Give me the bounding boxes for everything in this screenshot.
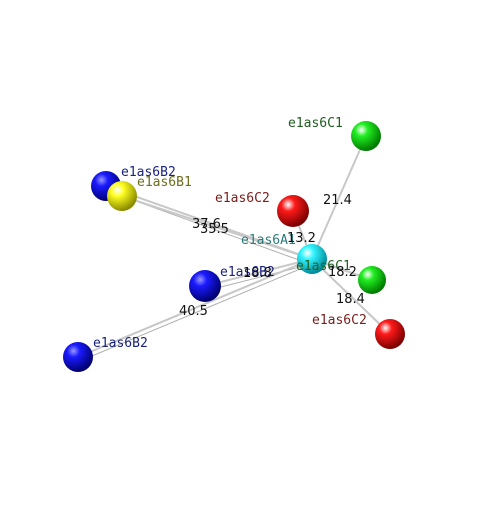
atom-c2-mid[interactable] xyxy=(277,195,309,227)
bond-center-b2-low xyxy=(77,258,313,358)
distance-c2-mid: 13.2 xyxy=(287,231,316,246)
bond-center-c1-top xyxy=(311,135,367,260)
label-center: e1as6A1 xyxy=(241,233,296,248)
distance-c1-top: 21.4 xyxy=(323,193,352,208)
atom-c1-top[interactable] xyxy=(351,121,381,151)
bond-center-b2-low-edge xyxy=(79,263,313,362)
distance-b1-left: 35.5 xyxy=(200,222,229,237)
label-c1-right: e1as6C1 xyxy=(296,259,351,274)
bonds xyxy=(77,135,391,362)
label-b2-low: e1as6B2 xyxy=(93,336,148,351)
atom-labels: e1as6C1 e1as6B2 e1as6B1 e1as6C2 e1as6A1 … xyxy=(93,116,367,351)
atoms xyxy=(63,121,405,372)
label-c2-mid: e1as6C2 xyxy=(215,191,270,206)
label-c2-low: e1as6C2 xyxy=(312,313,367,328)
atom-c1-right[interactable] xyxy=(358,266,386,294)
distance-b2-left: 37.6 xyxy=(192,217,221,232)
label-b2-left: e1as6B2 xyxy=(121,165,176,180)
label-b2-mid: e1as6B2 xyxy=(220,265,275,280)
distance-b2-low: 40.5 xyxy=(179,304,208,319)
label-c1-top: e1as6C1 xyxy=(288,116,343,131)
distance-b2-mid: 18.8 xyxy=(243,266,272,281)
atom-c2-low[interactable] xyxy=(375,319,405,349)
distance-c2-low: 18.4 xyxy=(336,292,365,307)
distance-c1-right: 18.2 xyxy=(328,265,357,280)
bond-center-c2-low xyxy=(311,258,391,335)
distance-labels: 21.4 13.2 37.6 35.5 18.8 18.2 18.4 40.5 xyxy=(179,193,365,319)
atom-center[interactable] xyxy=(297,244,327,274)
bond-center-b2-mid-edge xyxy=(204,263,313,292)
atom-b2-low[interactable] xyxy=(63,342,93,372)
bond-center-b1-left xyxy=(121,195,313,260)
label-b1-left: e1as6B1 xyxy=(137,175,192,190)
atom-b1-left[interactable] xyxy=(107,181,137,211)
bond-center-b2-mid xyxy=(204,258,313,287)
atom-b2-mid[interactable] xyxy=(189,270,221,302)
